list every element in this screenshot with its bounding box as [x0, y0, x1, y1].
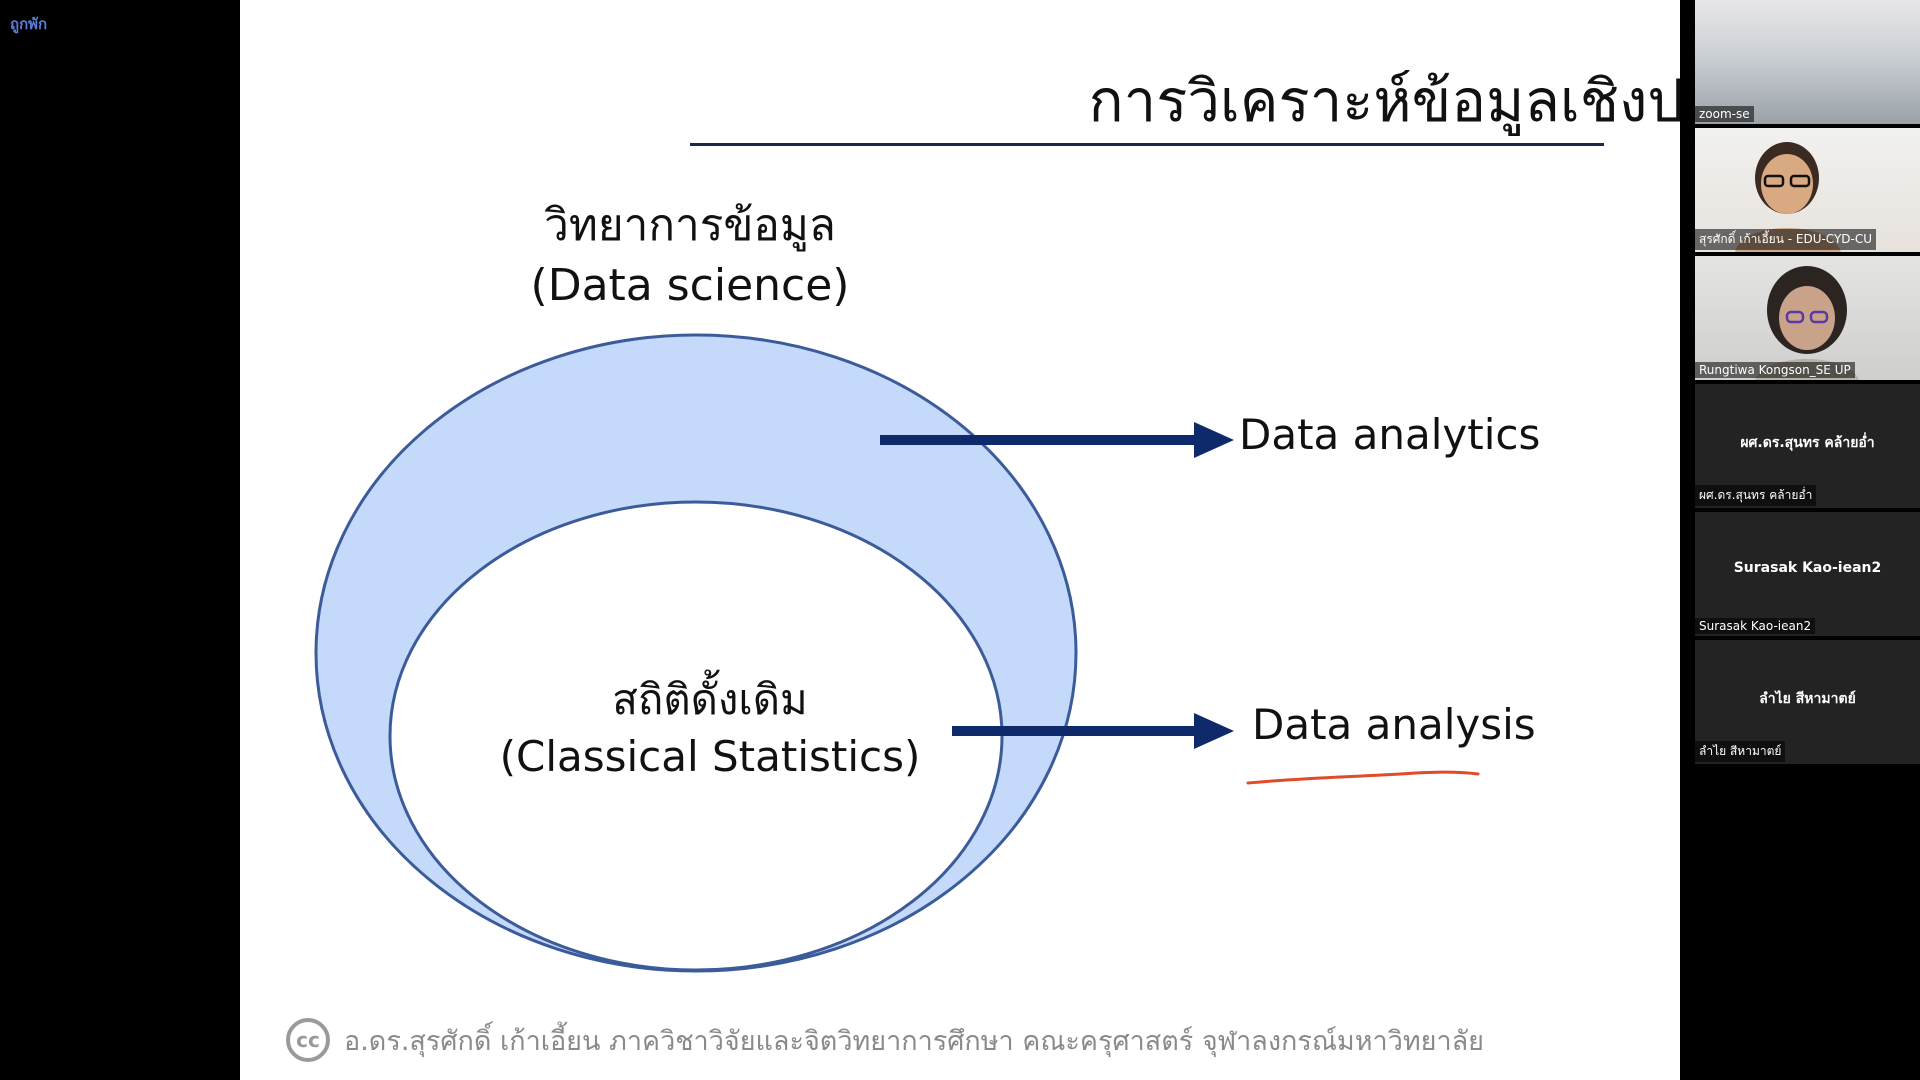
participant-name: สุรศักดิ์ เก้าเอี้ยน - EDU-CYD-CU [1695, 229, 1877, 250]
participant-tile[interactable]: Surasak Kao-iean2 Surasak Kao-iean2 [1695, 512, 1920, 636]
classical-statistics-label-en: (Classical Statistics) [499, 732, 921, 781]
classical-statistics-label-thai: สถิติดั้งเดิม [612, 675, 808, 724]
handwritten-underline [1246, 770, 1480, 785]
participant-video [1695, 256, 1920, 380]
shared-slide: การวิเคราะห์ข้อมูลเชิงปริมาณ วิทยาการข้อ… [240, 0, 1680, 1080]
participant-tile[interactable]: zoom-se [1695, 0, 1920, 124]
participant-name: zoom-se [1695, 106, 1754, 122]
participant-name: Rungtiwa Kongson_SE UP [1695, 362, 1855, 378]
arrow-analysis [952, 713, 1234, 749]
venn-diagram [314, 333, 1480, 973]
participant-name: ผศ.ดร.สุนทร คล้ายอ่ำ [1695, 485, 1817, 506]
arrow-analysis-head [1194, 713, 1234, 749]
arrow-analysis-shaft [952, 726, 1196, 736]
participant-center-name: ลำไย สีหามาตย์ [1759, 691, 1856, 707]
participant-name: ลำไย สีหามาตย์ [1695, 741, 1786, 762]
creative-commons-icon: cc [286, 1018, 330, 1062]
slide-footer: cc อ.ดร.สุรศักดิ์ เก้าเอี้ยน ภาควิชาวิจั… [286, 1012, 1646, 1068]
participant-tile[interactable]: สุรศักดิ์ เก้าเอี้ยน - EDU-CYD-CU [1695, 128, 1920, 252]
participant-tile[interactable]: ผศ.ดร.สุนทร คล้ายอ่ำ ผศ.ดร.สุนทร คล้ายอ่… [1695, 384, 1920, 508]
arrow-analytics [880, 422, 1234, 458]
participant-video [1695, 0, 1920, 124]
data-analysis-label: Data analysis [1252, 700, 1536, 749]
arrow-analytics-shaft [880, 435, 1196, 445]
participant-tile[interactable]: Rungtiwa Kongson_SE UP [1695, 256, 1920, 380]
arrow-analytics-head [1194, 422, 1234, 458]
status-label: ถูกพัก [10, 15, 48, 33]
slide-title: การวิเคราะห์ข้อมูลเชิงปริมาณ [1088, 67, 1680, 135]
participant-name: Surasak Kao-iean2 [1695, 618, 1816, 634]
participant-center-name: Surasak Kao-iean2 [1733, 560, 1882, 576]
title-underline [690, 143, 1604, 146]
data-science-label-en: (Data science) [530, 260, 850, 311]
data-analytics-label: Data analytics [1239, 410, 1541, 459]
participant-tile[interactable]: ลำไย สีหามาตย์ ลำไย สีหามาตย์ [1695, 640, 1920, 764]
footer-credit: อ.ดร.สุรศักดิ์ เก้าเอี้ยน ภาควิชาวิจัยแล… [344, 1025, 1484, 1057]
participant-center-name: ผศ.ดร.สุนทร คล้ายอ่ำ [1740, 435, 1875, 451]
participants-panel: zoom-se สุรศักดิ์ เก้าเอี้ยน - EDU-CYD-C… [1695, 0, 1920, 1080]
data-science-label-thai: วิทยาการข้อมูล [544, 200, 836, 251]
